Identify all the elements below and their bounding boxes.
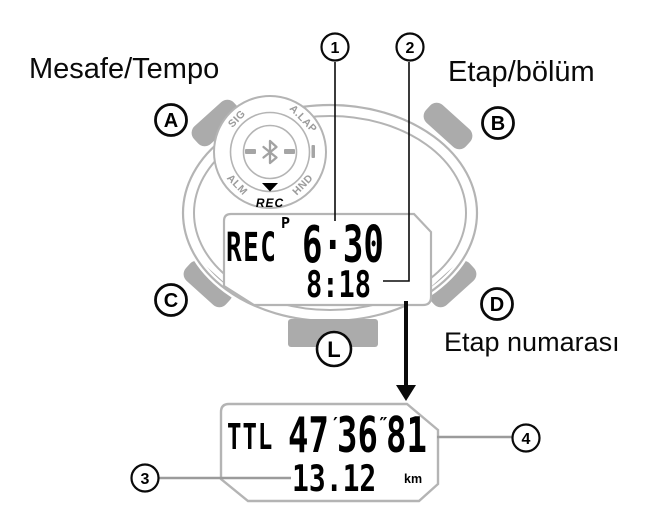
main-display-pace: 6·30 (302, 216, 384, 275)
lap-display-distance: 13.12 (292, 457, 376, 500)
svg-text:2: 2 (406, 40, 415, 57)
svg-text:3: 3 (141, 471, 150, 488)
button-badge-b: B (481, 106, 515, 140)
lap-display-unit: km (404, 472, 422, 486)
svg-text:1: 1 (331, 40, 340, 57)
callout-badge-1: 1 (320, 32, 350, 62)
svg-text:B: B (491, 113, 505, 135)
callout-lines (159, 62, 513, 480)
main-display-lap-time: 8:18 (306, 263, 371, 306)
dial-pointer-label: REC (256, 196, 284, 210)
svg-text:L: L (327, 337, 340, 362)
main-display: REC P 6·30 8:18 (222, 212, 433, 307)
callout-badge-4: 4 (511, 423, 541, 453)
watch-button-b-shape (423, 102, 473, 150)
down-arrow-icon (396, 301, 416, 401)
lap-display-minutes: 47 (288, 407, 329, 464)
dial-left-dash (245, 149, 256, 154)
lap-display-hundredths: 81 (386, 407, 427, 464)
lap-display-mode: TTL (227, 417, 273, 458)
lap-section-label: Etap/bölüm (448, 56, 595, 88)
button-badge-d: D (480, 287, 514, 321)
button-badges: A B C D L (154, 103, 515, 368)
distance-pace-label: Mesafe/Tempo (29, 53, 219, 85)
lap-display-outline (219, 402, 440, 503)
dial-ring-tick (311, 145, 315, 158)
button-badge-c: C (154, 283, 188, 317)
svg-text:C: C (164, 290, 178, 312)
main-display-flag: P (281, 214, 290, 232)
lap-display: TTL 47 36 81 ′ ″ 13.12 km (219, 402, 440, 503)
callout-badge-3: 3 (130, 463, 160, 493)
main-display-outline (222, 212, 433, 307)
button-badge-a: A (154, 103, 188, 137)
button-badge-light: L (315, 330, 353, 368)
lap-number-label: Etap numarası (444, 327, 620, 357)
callout-badge-2: 2 (395, 32, 425, 62)
callout-line-2 (383, 62, 410, 282)
lap-display-seconds: 36 (337, 407, 378, 464)
dial-right-dash (284, 149, 295, 154)
svg-text:A: A (164, 110, 178, 132)
bluetooth-icon (262, 139, 278, 165)
lap-display-minutes-mark: ′ (330, 414, 341, 435)
svg-text:D: D (490, 294, 504, 316)
watch-button-a-shape (191, 99, 241, 147)
svg-text:4: 4 (522, 431, 531, 448)
mode-dial: SIG A.LAP ALM HND REC (213, 95, 327, 210)
lap-display-seconds-mark: ″ (378, 414, 389, 435)
watch-side-buttons (183, 99, 477, 308)
watch-button-c-shape (183, 260, 233, 308)
main-display-mode: REC (226, 224, 277, 270)
dial-pointer-icon (262, 183, 278, 192)
callout-badges: 1 2 3 4 (130, 32, 541, 493)
watch-button-d-shape (427, 260, 477, 308)
